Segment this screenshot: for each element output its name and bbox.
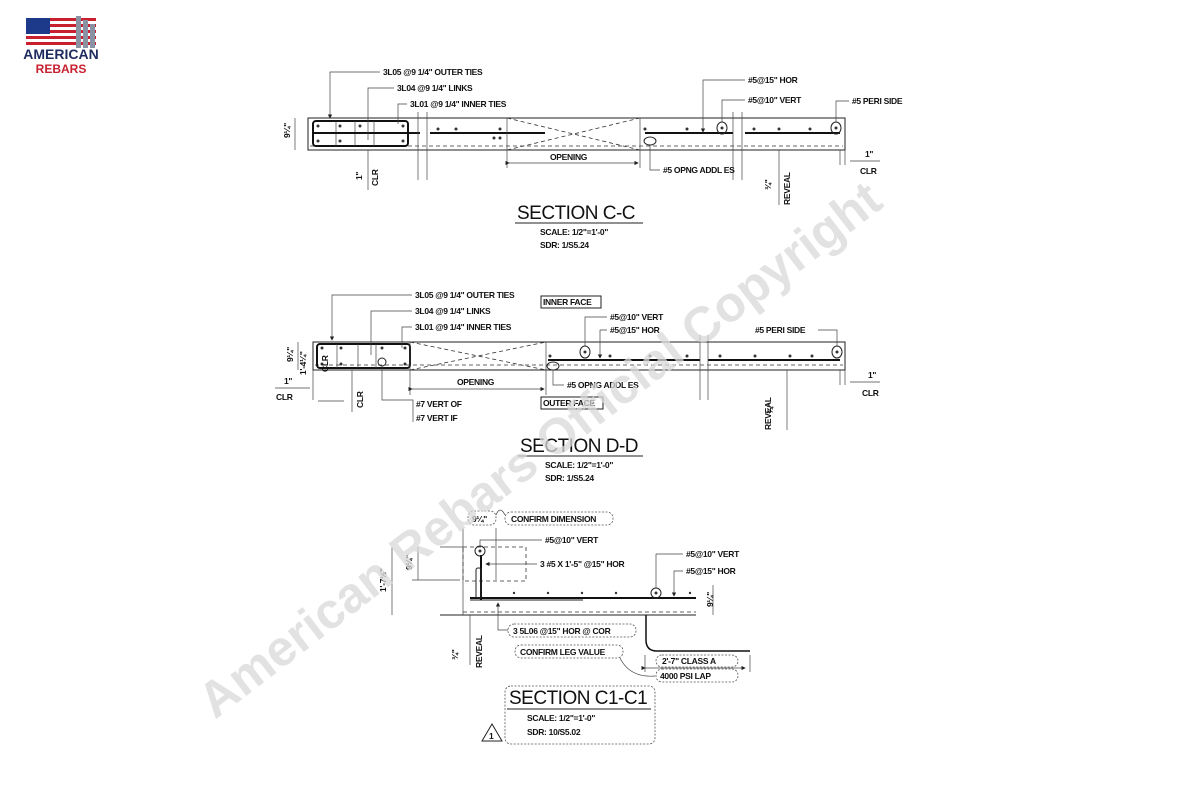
confirm-leg-label: CONFIRM LEG VALUE — [520, 647, 606, 657]
opening-label: OPENING — [457, 377, 495, 387]
outer-face-label: OUTER FACE — [543, 398, 595, 408]
inner-dim: 1'-4¼" — [298, 351, 308, 375]
hor-bars-label: 3 #5 X 1'-5" @15" HOR — [540, 559, 625, 569]
confirm-leg-cloud — [514, 644, 624, 659]
height-dim: 1'-7½" — [378, 568, 388, 592]
clr-label-vertical: CLR — [320, 355, 330, 372]
left-dim: 9¼" — [404, 555, 414, 570]
flag-icon — [26, 16, 96, 48]
vert-if-label: #7 VERT IF — [416, 413, 458, 423]
thickness-dim: 9¼" — [285, 347, 295, 362]
scale-label: SCALE: 1/2"=1'-0" — [545, 460, 613, 470]
reveal-label: REVEAL — [474, 635, 484, 668]
opening-label: OPENING — [550, 152, 588, 162]
lap-strength-label: 4000 PSI LAP — [660, 671, 711, 681]
corner-bars-label: 3 5L06 @15" HOR @ COR — [513, 626, 611, 636]
opening: OPENING — [408, 341, 547, 395]
clr-label-right: CLR — [862, 388, 879, 398]
section-c1-c1: 9¼" CONFIRM DIMENSION #5@10" VERT 3 #5 X… — [378, 509, 751, 745]
inner-ties-label: 3L01 @9 1/4" INNER TIES — [410, 99, 507, 109]
scale-label: SCALE: 1/2"=1'-0" — [540, 227, 608, 237]
thickness-dim: 9¼" — [282, 123, 292, 138]
sdr-label: SDR: 1/S5.24 — [540, 240, 589, 250]
top-dim: 9¼" — [472, 514, 487, 524]
peri-side-label: #5 PERI SIDE — [755, 325, 806, 335]
reveal-label: REVEAL — [782, 172, 792, 205]
links-label: 3L04 @9 1/4" LINKS — [415, 306, 491, 316]
revision-number: 1 — [489, 731, 494, 741]
opening: OPENING — [505, 117, 641, 168]
vert-right-label: #5@10" VERT — [686, 549, 740, 559]
reveal-dim: ¾" — [450, 649, 460, 660]
clr-label: CLR — [370, 169, 380, 186]
scale-label: SCALE: 1/2"=1'-0" — [527, 713, 595, 723]
inner-ties-label: 3L01 @9 1/4" INNER TIES — [415, 322, 512, 332]
inner-face-label: INNER FACE — [543, 297, 592, 307]
hor-bar-label: #5@15" HOR — [610, 325, 660, 335]
inner-face-box — [540, 295, 602, 309]
section-title: SECTION D-D — [520, 436, 638, 457]
wall-outline — [307, 117, 846, 151]
vert-bar-label: #5@10" VERT — [748, 95, 802, 105]
wall-outline — [312, 341, 846, 371]
title-cloud — [504, 685, 656, 745]
outer-ties-label: 3L05 @9 1/4" OUTER TIES — [415, 290, 515, 300]
vert-bar-label: #5@10" VERT — [610, 312, 664, 322]
revision-triangle-icon: 1 — [481, 723, 503, 742]
section-d-d: OPENING 3L05 @9 1/4" OUTER TIES 3L04 @9 … — [275, 290, 880, 483]
links-label: 3L04 @9 1/4" LINKS — [397, 83, 473, 93]
outer-face-box — [540, 396, 604, 410]
outer-ties-label: 3L05 @9 1/4" OUTER TIES — [383, 67, 483, 77]
logo-line1: AMERICAN — [23, 46, 99, 62]
clr-dim: 1" — [354, 172, 364, 180]
vert-of-label: #7 VERT OF — [416, 399, 462, 409]
clr-label-bottom: CLR — [355, 391, 365, 408]
vert-left-label: #5@10" VERT — [545, 535, 599, 545]
clr-dim: 1" — [284, 376, 292, 386]
logo-line2: REBARS — [35, 62, 87, 76]
opening-addl-label: #5 OPNG ADDL ES — [567, 380, 639, 390]
section-title: SECTION C-C — [517, 203, 635, 224]
section-title: SECTION C1-C1 — [509, 688, 647, 709]
clr-dim-right: 1" — [868, 370, 876, 380]
reveal-dim: ¾" — [765, 403, 775, 414]
reveal-dim: ¾" — [763, 179, 773, 190]
hor-right-label: #5@15" HOR — [686, 566, 736, 576]
clr-label: CLR — [276, 392, 293, 402]
opening-addl-label: #5 OPNG ADDL ES — [663, 165, 735, 175]
clr-label-right: CLR — [860, 166, 877, 176]
lap-length-label: 2'-7" CLASS A — [662, 656, 716, 666]
peri-side-label: #5 PERI SIDE — [852, 96, 903, 106]
section-c-c: OPENING 3L05 @9 1/4" OUTER TIES 3L04 @9 … — [282, 67, 903, 250]
sdr-label: SDR: 10/S5.02 — [527, 727, 581, 737]
reveal-label: REVEAL — [763, 397, 773, 430]
ties-cage — [316, 343, 411, 369]
confirm-dimension-label: CONFIRM DIMENSION — [511, 514, 596, 524]
sdr-label: SDR: 1/S5.24 — [545, 473, 594, 483]
confirm-dimension-cloud — [504, 511, 614, 526]
clr-dim-right: 1" — [865, 149, 873, 159]
american-rebars-logo: AMERICAN REBARS — [16, 16, 106, 76]
hor-bar-label: #5@15" HOR — [748, 75, 798, 85]
right-dim: 9¼" — [705, 592, 715, 607]
